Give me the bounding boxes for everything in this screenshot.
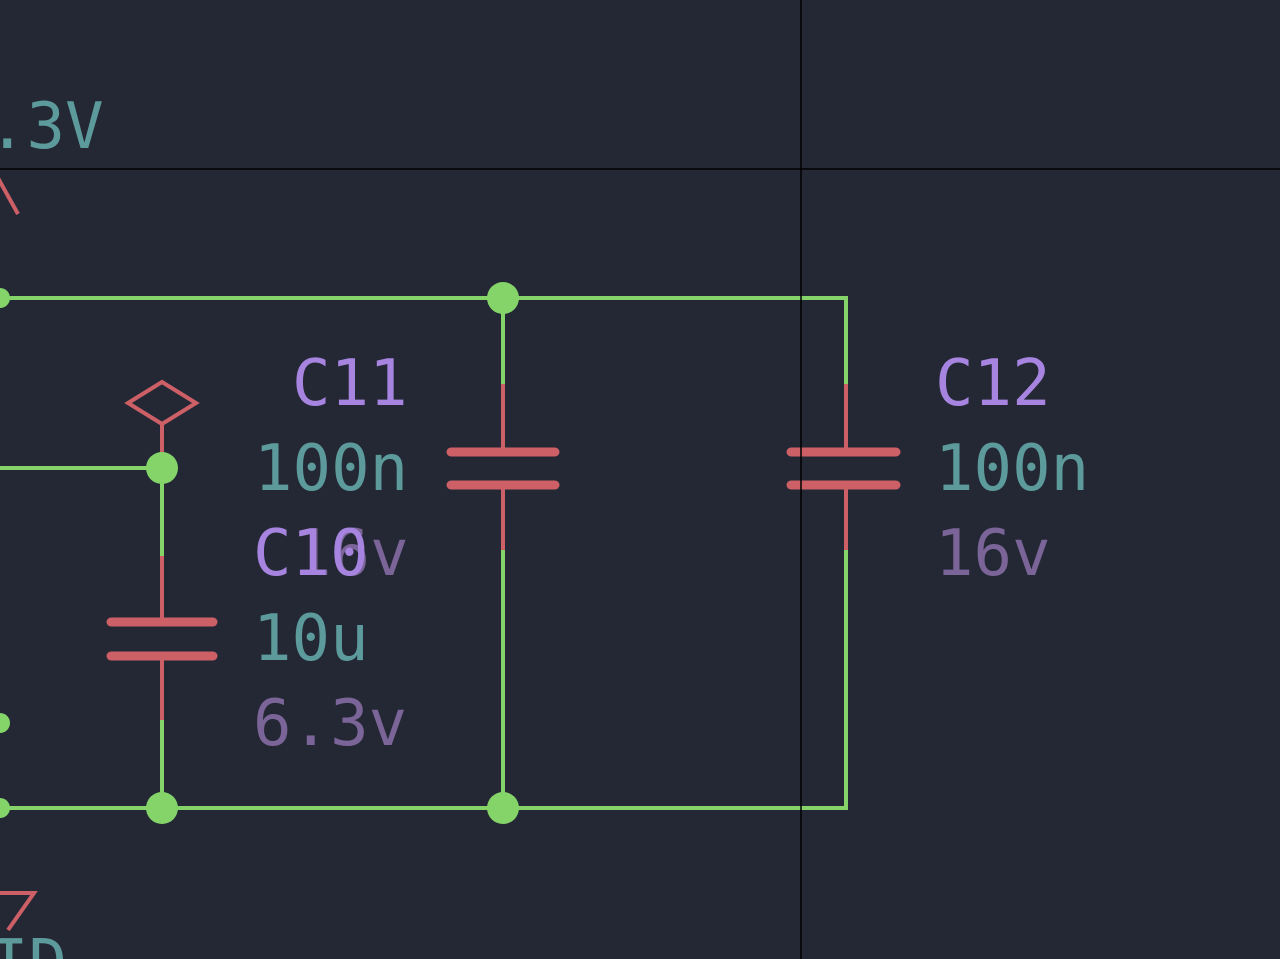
junction-dot[interactable] [487, 282, 519, 314]
c10-reference[interactable]: C10 [253, 517, 369, 591]
capacitor-c12[interactable] [786, 384, 901, 550]
junction-dot[interactable] [146, 452, 178, 484]
junction-dot[interactable] [0, 713, 10, 733]
junctions [0, 282, 519, 824]
junction-dot[interactable] [0, 288, 10, 308]
c12-value[interactable]: 100n [935, 432, 1089, 506]
capacitor-c10[interactable] [106, 556, 218, 720]
c12-rating[interactable]: 16v [935, 517, 1051, 591]
c11-rating[interactable]: 16v [293, 517, 409, 591]
power-flag-diamond-icon [124, 379, 200, 427]
c12-reference[interactable]: C12 [935, 347, 1051, 421]
ground-net-label: ID [0, 927, 67, 959]
ground-symbol-icon[interactable] [0, 891, 38, 932]
c10-rating[interactable]: 6.3v [253, 687, 407, 761]
junction-dot[interactable] [146, 792, 178, 824]
wires [0, 296, 848, 810]
c11-reference[interactable]: C11 [292, 347, 408, 421]
junction-dot[interactable] [487, 792, 519, 824]
power-net-label: .3V [0, 90, 104, 164]
c10-value[interactable]: 10u [253, 602, 369, 676]
capacitor-c11[interactable] [446, 384, 560, 550]
c11-value[interactable]: 100n [254, 432, 408, 506]
junction-dot[interactable] [0, 798, 10, 818]
power-symbol-icon[interactable] [0, 177, 20, 215]
